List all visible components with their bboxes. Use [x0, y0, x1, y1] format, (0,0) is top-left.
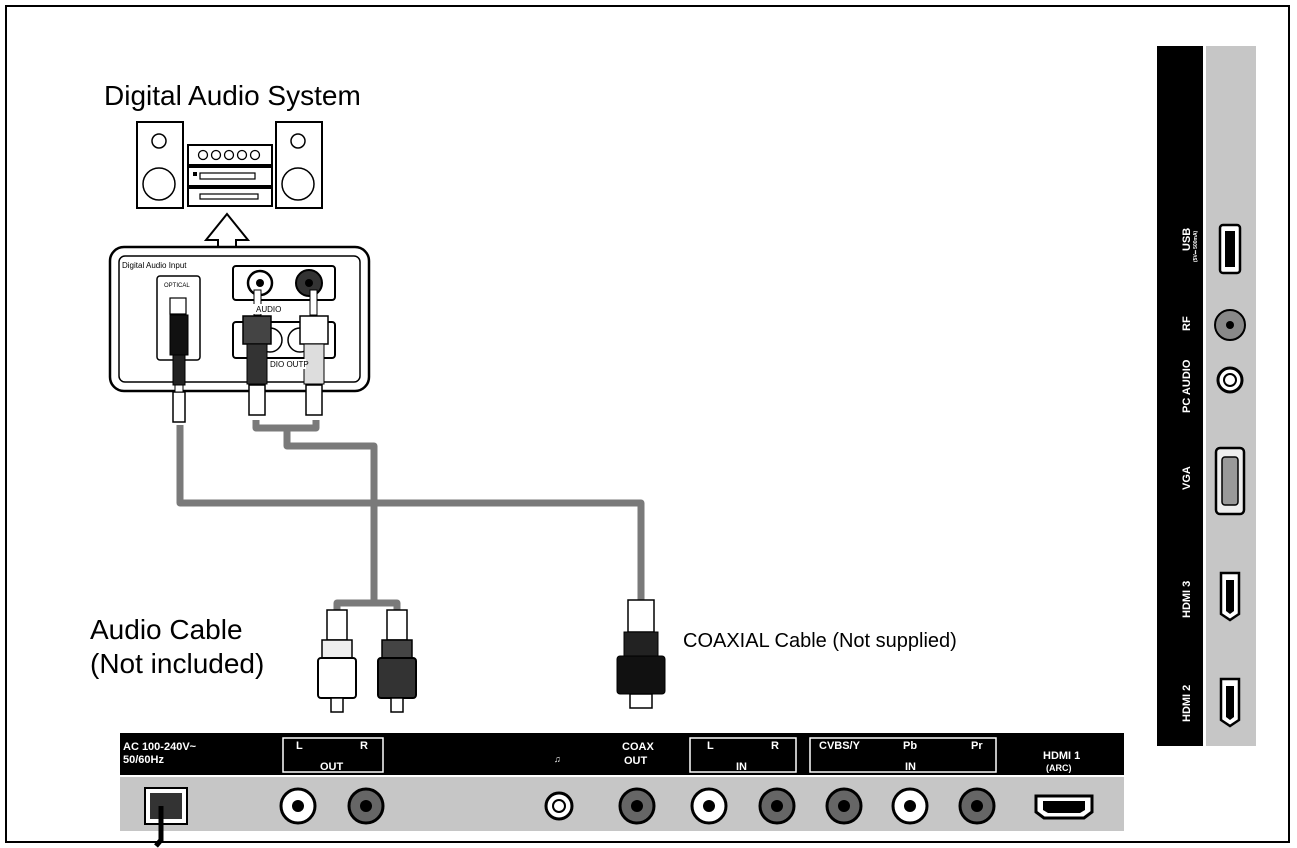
diagram-title: Digital Audio System [104, 80, 361, 111]
audio-cable-caption-line2: (Not included) [90, 648, 265, 679]
audio-cable-caption-line1: Audio Cable [90, 614, 243, 645]
hdmi1-label-line2: (ARC) [1046, 763, 1072, 773]
coax-label-line1: COAX [622, 741, 654, 753]
vga-label: VGA [1181, 466, 1193, 490]
in-label-1: IN [736, 761, 747, 773]
ac-label-line1: AC 100-240V~ [123, 741, 197, 753]
in-l-label: L [707, 740, 714, 752]
out-r-label: R [360, 740, 368, 752]
hdmi3-label: HDMI 3 [1181, 581, 1193, 618]
rca-plug-red [242, 289, 272, 416]
optical-plug [169, 314, 189, 423]
audio-label: AUDIO [256, 305, 281, 314]
cvbs-label: CVBS/Y [819, 740, 861, 752]
coax-cable-plug [616, 599, 666, 709]
pc-audio-label: PC AUDIO [1181, 359, 1193, 413]
rf-label: RF [1181, 316, 1193, 331]
coax-label-line2: OUT [624, 755, 648, 767]
up-arrow-icon [203, 212, 251, 249]
in-r-label: R [771, 740, 779, 752]
audio-cable-plug-red [377, 609, 417, 713]
ac-label-line2: 50/60Hz [123, 754, 164, 766]
rca-plug-white [299, 289, 329, 416]
digital-audio-input-label: Digital Audio Input [122, 261, 187, 270]
usb-rating-label: (5V⎓ 500mA) [1193, 230, 1199, 262]
diagram-frame [5, 5, 1290, 843]
pr-label: Pr [971, 740, 983, 752]
hdmi2-label: HDMI 2 [1181, 685, 1193, 722]
out-label: OUT [320, 761, 344, 773]
headphone-icon: ♫ [554, 754, 561, 764]
stereo-system-icon [136, 121, 323, 209]
pb-label: Pb [903, 740, 917, 752]
audio-cable-plug-white [317, 609, 357, 713]
audio-output-label: DIO OUTP [270, 360, 309, 369]
hdmi1-label-line1: HDMI 1 [1043, 750, 1080, 762]
side-panel [1157, 46, 1256, 746]
bottom-panel [120, 733, 1124, 848]
cables [176, 420, 645, 610]
usb-label: USB [1181, 228, 1193, 251]
optical-label: OPTICAL [164, 283, 190, 289]
coax-cable-caption: COAXIAL Cable (Not supplied) [683, 630, 957, 652]
in-label-2: IN [905, 761, 916, 773]
out-l-label: L [296, 740, 303, 752]
